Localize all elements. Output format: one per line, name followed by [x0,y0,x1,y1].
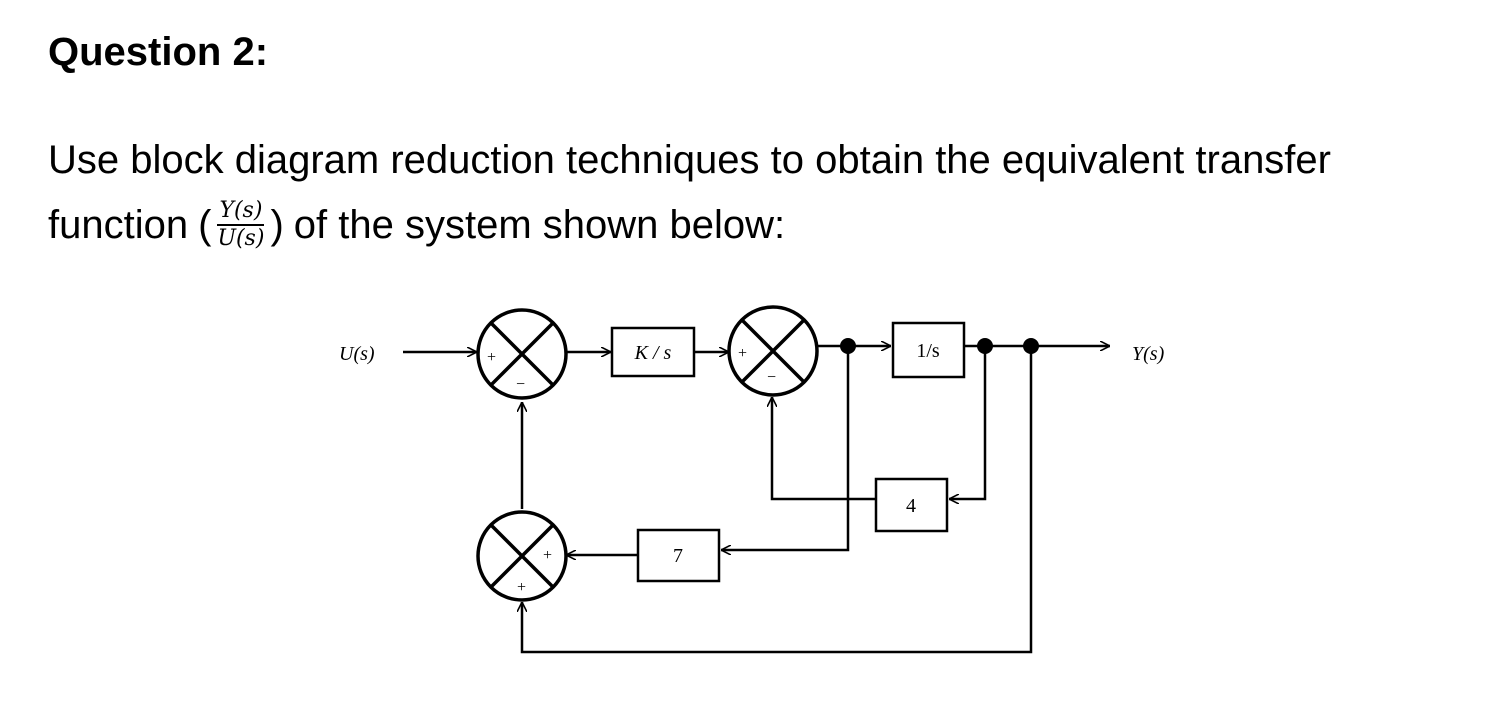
fraction-denominator: U(s) [217,226,265,251]
instruction-line-2: function ( Y(s) U(s) ) of the system sho… [48,192,1468,258]
close-paren: ) [270,203,284,247]
sum1-bottom-sign: − [516,376,525,393]
instruction-function-word: function [48,203,189,247]
sum3-bottom-sign: + [517,579,526,596]
block-gain-7 [636,528,721,583]
input-label: U(s) [339,343,375,365]
summing-junction-2 [727,305,819,397]
block-gain-7-label: 7 [673,545,683,567]
block-k-over-s-label: K / s [634,342,672,364]
open-paren: ( [198,203,212,247]
pickoff-point-3 [1023,338,1039,354]
sum2-bottom-sign: − [767,369,776,386]
fraction-numerator: Y(s) [217,199,265,226]
summing-junction-1 [476,308,568,400]
instruction-suffix: of the system shown below: [293,203,786,247]
output-feedback-line [522,346,1033,654]
block-gain-4 [874,477,949,533]
sum1-left-sign: + [487,349,496,366]
block-k-over-s [610,326,696,378]
feedback-7-pickoff-line [721,346,850,550]
feedback-4-pickoff-line [949,346,987,499]
sum3-right-sign: + [543,547,552,564]
pickoff-point-1 [840,338,856,354]
block-gain-4-label: 4 [906,495,916,517]
question-title: Question 2: [48,30,269,74]
block-one-over-s-label: 1/s [916,340,940,362]
sum2-left-sign: + [738,345,747,362]
question-instruction: Use block diagram reduction techniques t… [48,128,1468,258]
feedback-4-to-sum2-line [772,397,875,501]
pickoff-point-2 [977,338,993,354]
block-one-over-s [891,321,966,379]
summing-junction-3 [476,510,568,602]
transfer-function-fraction: Y(s) U(s) [215,199,266,251]
instruction-line-1: Use block diagram reduction techniques t… [48,138,1331,182]
output-label: Y(s) [1132,343,1165,365]
